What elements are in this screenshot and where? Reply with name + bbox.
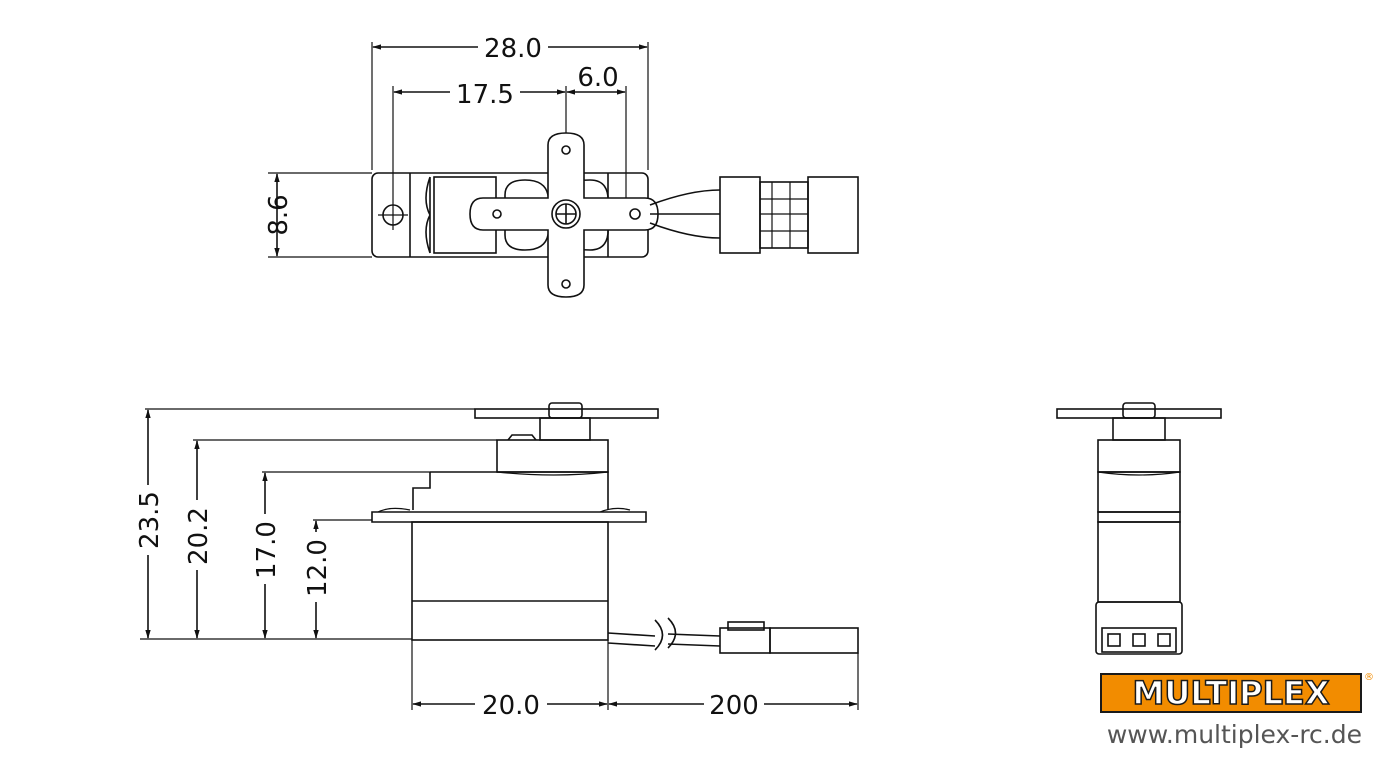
top-view: 28.0 17.5 6.0 8.6 [264, 33, 859, 298]
dim-to-case-top: 20.2 [184, 507, 214, 565]
dim-shaft-to-edge: 6.0 [577, 63, 618, 93]
multiplex-logo: MULTIPLEX [1100, 673, 1362, 713]
horn-bar [474, 408, 659, 419]
dim-height: 8.6 [264, 194, 294, 235]
case-bottom [411, 521, 609, 641]
case-top [496, 439, 609, 473]
mounting-flange [371, 511, 647, 523]
dim-to-flange-top: 17.0 [252, 521, 282, 579]
dim-hole-to-shaft: 17.5 [456, 80, 514, 110]
connector-side [719, 621, 859, 654]
registered-mark: ® [1364, 672, 1374, 683]
pin-3 [1157, 633, 1171, 647]
connector-top [719, 176, 859, 254]
end-horn-bar [1056, 408, 1222, 419]
servo-horn [469, 132, 659, 298]
dim-case-width: 20.0 [482, 691, 540, 721]
dim-to-flange-bottom: 12.0 [303, 539, 333, 597]
shaft-screw [551, 199, 581, 229]
pin-2 [1132, 633, 1146, 647]
dim-lead-length: 200 [709, 691, 759, 721]
dim-total-height: 23.5 [135, 491, 165, 549]
pin-1 [1107, 633, 1121, 647]
dim-overall-width: 28.0 [484, 34, 542, 64]
website-url: www.multiplex-rc.de [1106, 720, 1362, 749]
logo-text: MULTIPLEX [1132, 674, 1331, 712]
end-view [1056, 402, 1222, 655]
side-view: 23.5 20.2 17.0 12.0 20.0 200 [134, 402, 859, 721]
